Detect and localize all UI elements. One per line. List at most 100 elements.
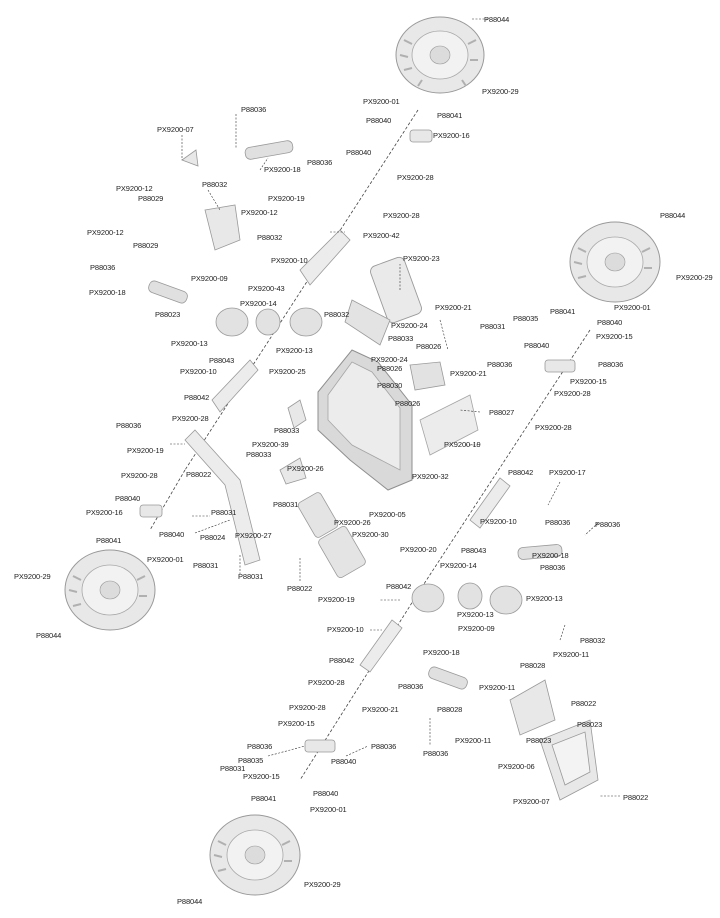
- part-label: PX9200-30: [352, 530, 389, 539]
- part-label: P88043: [209, 356, 235, 365]
- part-label: PX9200-15: [596, 332, 633, 341]
- part-label: PX9200-01: [147, 555, 184, 564]
- part-label: PX9200-09: [458, 624, 495, 633]
- part-label: P88033: [274, 426, 300, 435]
- part-label: PX9200-12: [241, 208, 278, 217]
- part-label: PX9200-05: [369, 510, 406, 519]
- part-label: P88036: [398, 682, 424, 691]
- part-label: PX9200-28: [172, 414, 209, 423]
- wheel-right: [569, 221, 661, 303]
- part-label: P88043: [461, 546, 487, 555]
- part-label: P88032: [580, 636, 606, 645]
- part-label: P88036: [545, 518, 571, 527]
- part-label: PX9200-11: [455, 736, 492, 745]
- part-label: PX9200-13: [526, 594, 563, 603]
- part-label: P88041: [550, 307, 576, 316]
- part-label: PX9200-29: [14, 572, 51, 581]
- part-label: PX9200-13: [276, 346, 313, 355]
- part-label: P88040: [524, 341, 550, 350]
- part-label: P88029: [133, 241, 159, 250]
- part-label: P88026: [377, 364, 403, 373]
- part-label: PX9200-18: [89, 288, 126, 297]
- part-label: P88041: [251, 794, 277, 803]
- part-label: P88036: [241, 105, 267, 114]
- part-label: P88040: [331, 757, 357, 766]
- wheel-top-center: [395, 16, 485, 94]
- part-label: PX9200-42: [363, 231, 400, 240]
- part-label: P88036: [423, 749, 449, 758]
- part-label: PX9200-12: [87, 228, 124, 237]
- part-label: P88036: [540, 563, 566, 572]
- part-label: P88042: [508, 468, 534, 477]
- part-label: PX9200-21: [362, 705, 399, 714]
- part-label: PX9200-21: [435, 303, 472, 312]
- gearboxes: [215, 307, 523, 615]
- suspension-arms: [184, 229, 511, 673]
- part-label: P88032: [257, 233, 283, 242]
- part-label: P88044: [484, 15, 510, 24]
- part-label: PX9200-28: [554, 389, 591, 398]
- part-label: P88033: [246, 450, 272, 459]
- part-label: P88040: [115, 494, 141, 503]
- part-label: P88044: [660, 211, 686, 220]
- part-label: P88040: [346, 148, 372, 157]
- part-label: PX9200-28: [308, 678, 345, 687]
- part-label: P88022: [186, 470, 212, 479]
- part-label: PX9200-18: [264, 165, 301, 174]
- wheel-bottom: [209, 814, 301, 896]
- part-label: PX9200-29: [482, 87, 519, 96]
- part-label: PX9200-28: [397, 173, 434, 182]
- part-label: PX9200-10: [180, 367, 217, 376]
- part-label: P88041: [96, 536, 122, 545]
- part-label: PX9200-19: [318, 595, 355, 604]
- part-label: P88033: [388, 334, 414, 343]
- part-label: P88036: [247, 742, 273, 751]
- part-label: P88028: [520, 661, 546, 670]
- part-label: PX9200-29: [676, 273, 713, 282]
- part-label: PX9200-28: [121, 471, 158, 480]
- part-label: PX9200-15: [278, 719, 315, 728]
- part-label: P88036: [116, 421, 142, 430]
- part-label: P88026: [416, 342, 442, 351]
- part-label: P88030: [377, 381, 403, 390]
- part-label: PX9200-20: [400, 545, 437, 554]
- part-label: P88036: [487, 360, 513, 369]
- part-label: PX9200-01: [363, 97, 400, 106]
- part-label: P88041: [437, 111, 463, 120]
- part-label: PX9200-10: [327, 625, 364, 634]
- part-label: P88040: [313, 789, 339, 798]
- part-label: PX9200-16: [86, 508, 123, 517]
- part-label: PX9200-14: [240, 299, 277, 308]
- part-label: PX9200-32: [412, 472, 449, 481]
- part-label: P88031: [238, 572, 264, 581]
- part-label: P88032: [324, 310, 350, 319]
- part-label: P88031: [211, 508, 237, 517]
- part-label: P88044: [177, 897, 203, 906]
- part-label: P88035: [513, 314, 539, 323]
- part-label: P88023: [155, 310, 181, 319]
- misc-parts: [139, 129, 599, 801]
- part-label: PX9200-19: [444, 440, 481, 449]
- part-label: PX9200-25: [269, 367, 306, 376]
- part-label: P88022: [623, 793, 649, 802]
- part-label: PX9200-11: [553, 650, 590, 659]
- part-label: PX9200-16: [433, 131, 470, 140]
- part-label: PX9200-27: [235, 531, 272, 540]
- part-label: PX9200-09: [191, 274, 228, 283]
- part-label: PX9200-19: [127, 446, 164, 455]
- part-label: PX9200-15: [570, 377, 607, 386]
- part-label: PX9200-14: [440, 561, 477, 570]
- part-label: PX9200-01: [310, 805, 347, 814]
- part-label: PX9200-26: [334, 518, 371, 527]
- part-label: PX9200-06: [498, 762, 535, 771]
- part-label: PX9200-07: [157, 125, 194, 134]
- part-label: PX9200-10: [271, 256, 308, 265]
- part-label: P88044: [36, 631, 62, 640]
- shock-absorbers: [148, 140, 563, 690]
- part-label: PX9200-11: [479, 683, 516, 692]
- part-label: P88031: [480, 322, 506, 331]
- part-label: PX9200-01: [614, 303, 651, 312]
- part-label: P88026: [395, 399, 421, 408]
